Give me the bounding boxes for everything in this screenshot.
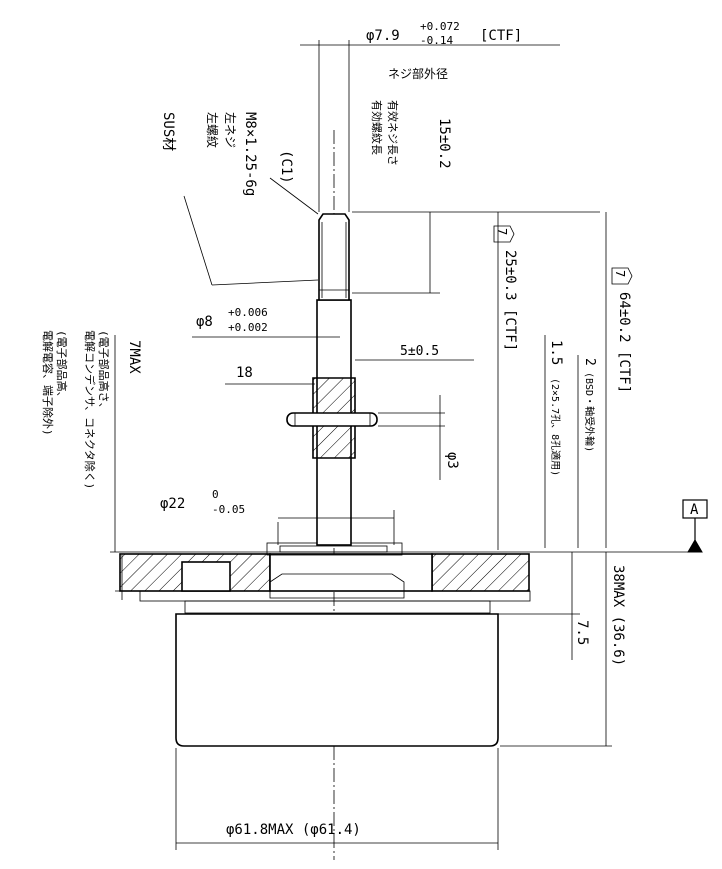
dim-5-text: 5±0.5 [400, 344, 439, 359]
thread-spec-notes: M8×1.25-6g 左ネジ 左螺紋 SUS材 (C1) [160, 112, 319, 286]
dim-38-text: 38MAX (36.6) [610, 565, 626, 666]
dim-thread-length: 15±0.2 有效ネジ長さ 有効螺紋長 [352, 100, 600, 294]
pin-dia-text: φ3 [444, 452, 460, 469]
dim-64-text: 64±0.2 [CTF] [616, 292, 632, 393]
dim-7max: 7MAX [114, 335, 142, 600]
thread-outer-dia-note: ネジ部外径 [388, 66, 448, 81]
dim-7-5: 7.5 [496, 552, 590, 660]
dim-thread-diameter: φ7.9 +0.072 -0.14 [CTF] ネジ部外径 [300, 20, 560, 212]
thread-spec: M8×1.25-6g [242, 112, 258, 196]
dim-shaft-diameter: φ8 +0.006 +0.002 [192, 306, 340, 338]
electronic-parts-notes: (電子部品高さ、 電解コンデンサ、コネクタ除く) (電子部品高、 電解電容、端子… [41, 330, 111, 489]
shaft-dia-text: φ8 [196, 314, 213, 330]
dim-flange-diameter: φ22 0 -0.05 [160, 488, 395, 545]
dim-5: 5±0.5 [355, 344, 474, 361]
flag-7-b: 7 [613, 270, 627, 277]
dim-1-5-text: 1.5 [548, 340, 564, 365]
flange-tol-lower: -0.05 [212, 503, 245, 516]
dim-18-text: 18 [236, 365, 253, 381]
dim-18: 18 [225, 365, 315, 385]
shaft [286, 213, 378, 546]
thread-dia-tol-lower: -0.14 [420, 34, 453, 47]
thread-dia-text: φ7.9 [366, 28, 400, 44]
chamfer-note: (C1) [278, 150, 294, 184]
body-dia-text: φ61.8MAX (φ61.4) [226, 822, 361, 838]
dim-25-text: 25±0.3 [CTF] [502, 250, 518, 351]
dim-2: 2 (BSD・軸受外輪) [577, 355, 597, 548]
thread-dia-ctf: [CTF] [480, 28, 522, 44]
dim-25: 7 25±0.3 [CTF] [493, 212, 518, 550]
datum-a: A [110, 499, 708, 553]
dim-body-diameter: φ61.8MAX (φ61.4) [175, 748, 499, 850]
dim-2-note: (BSD・軸受外輪) [583, 372, 596, 452]
note-line-4: 電解電容、端子除外) [41, 330, 55, 436]
shaft-tol-upper: +0.006 [228, 306, 268, 319]
motor-body [175, 600, 499, 747]
dim-1-5: 1.5 (2×5.7孔、8孔適用) [544, 335, 564, 548]
datum-label: A [690, 502, 699, 518]
material-note: SUS材 [160, 112, 176, 151]
dim-38: 38MAX (36.6) [500, 552, 626, 747]
dim-7max-text: 7MAX [126, 340, 142, 374]
left-thread-cn: 左螺紋 [205, 112, 220, 148]
flange-dia-text: φ22 [160, 496, 185, 512]
note-line-3: (電子部品高、 [55, 330, 69, 403]
left-thread-ja: 左ネジ [223, 112, 238, 148]
flange-tol-upper: 0 [212, 488, 219, 501]
dim-1-5-note: (2×5.7孔、8孔適用) [549, 378, 562, 476]
dim-7-5-text: 7.5 [574, 620, 590, 645]
shaft-tol-lower: +0.002 [228, 321, 268, 334]
dim-pin-diameter: φ3 [378, 395, 460, 480]
note-line-2: 電解コンデンサ、コネクタ除く) [83, 330, 97, 489]
flag-7-a: 7 [495, 228, 509, 235]
note-line-1: (電子部品高さ、 [97, 330, 111, 414]
thread-dia-tol-upper: +0.072 [420, 20, 460, 33]
eff-thread-ja: 有效ネジ長さ [386, 100, 400, 166]
eff-thread-cn: 有効螺紋長 [370, 100, 384, 155]
dim-64: 7 64±0.2 [CTF] [605, 212, 633, 548]
dim-2-text: 2 [582, 358, 597, 366]
thread-length-text: 15±0.2 [436, 118, 452, 169]
